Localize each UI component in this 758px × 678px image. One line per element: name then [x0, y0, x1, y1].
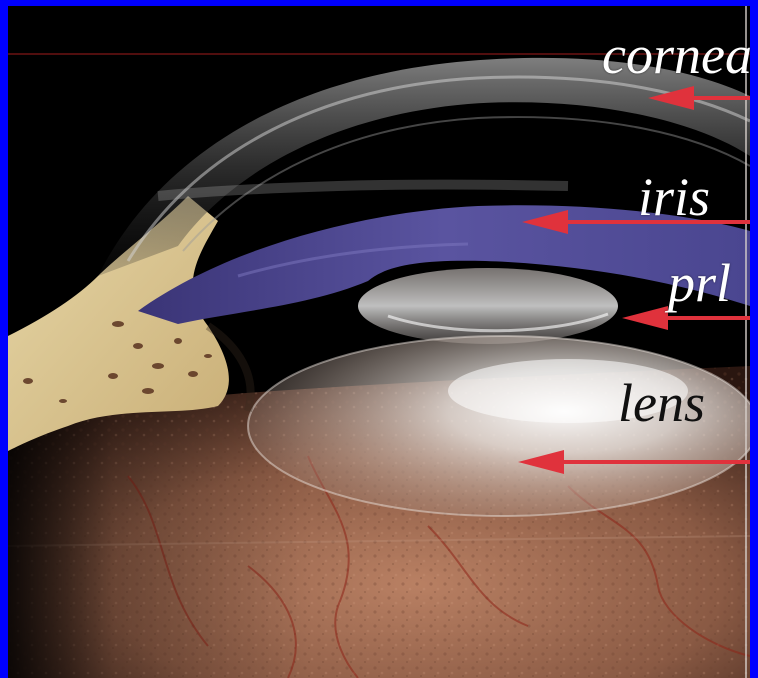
eye-illustration [8, 6, 750, 678]
cornea-label: cornea [602, 28, 752, 82]
prl-implant [358, 268, 618, 344]
lens-label: lens [618, 376, 705, 430]
prl-label: prl [668, 256, 731, 310]
iris-label: iris [638, 170, 710, 224]
